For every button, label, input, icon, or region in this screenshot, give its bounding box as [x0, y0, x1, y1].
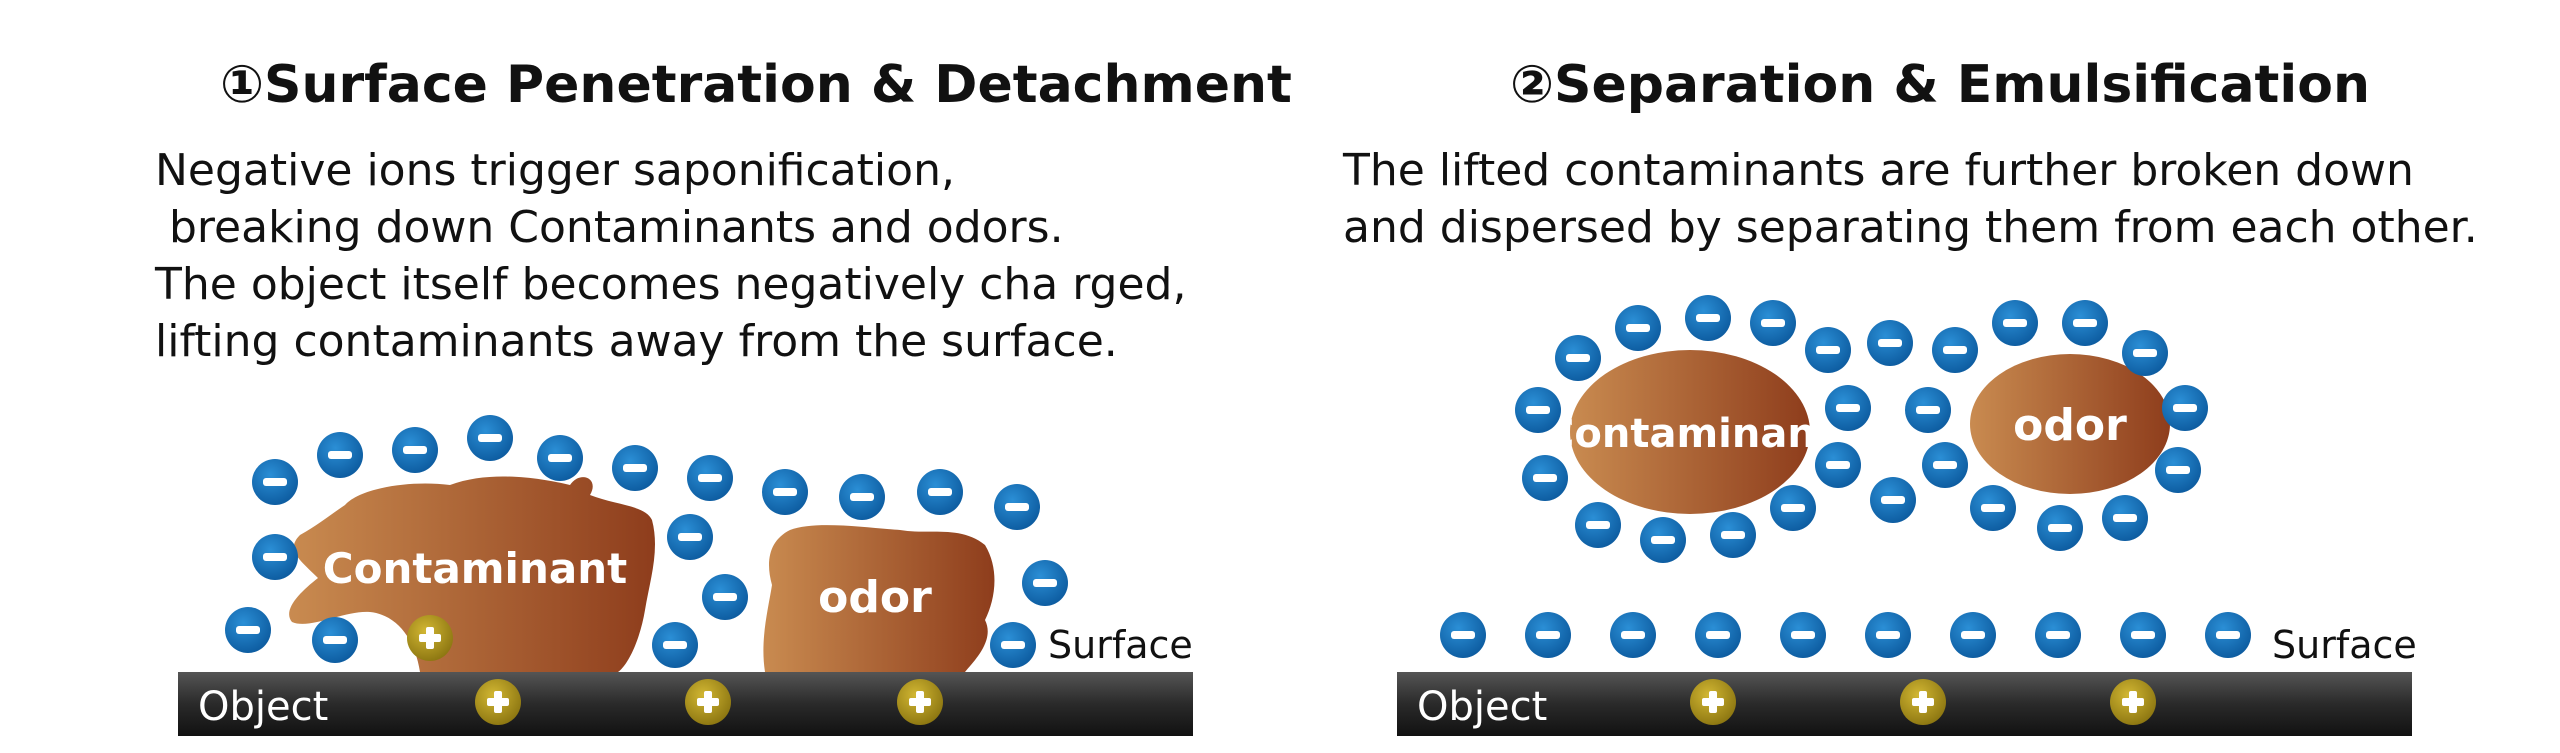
- panel2-description: The lifted contaminants are further brok…: [1343, 142, 2478, 256]
- panel1-title: ①Surface Penetration & Detachment: [220, 55, 1292, 115]
- minus-circle-icon: [1022, 560, 1068, 606]
- minus-circle-icon: [467, 415, 513, 461]
- minus-circle-icon: [990, 622, 1036, 668]
- odor-blob-2: [1970, 354, 2170, 494]
- minus-circle-icon: [2120, 612, 2166, 658]
- plus-circle-icon: [1690, 679, 1736, 725]
- contaminant-blob-2: [1570, 350, 1810, 514]
- minus-circle-icon: [225, 607, 271, 653]
- odor-label-2: odor: [2013, 400, 2127, 451]
- panel2-title: ②Separation & Emulsification: [1510, 55, 2370, 115]
- contaminant-label-2: Contaminant: [1545, 411, 1835, 457]
- minus-circle-icon: [762, 469, 808, 515]
- panel1-line-1: Negative ions trigger saponification,: [155, 145, 955, 196]
- minus-circle-icon: [2062, 300, 2108, 346]
- minus-circle-icon: [317, 432, 363, 478]
- surface-label-2: Surface: [2272, 623, 2417, 667]
- minus-circle-icon: [1440, 612, 1486, 658]
- odor-label-1: odor: [818, 572, 932, 623]
- minus-circle-icon: [1867, 320, 1913, 366]
- positive-ions-panel2: [1690, 679, 2156, 725]
- negative-ions-panel2: [1440, 295, 2251, 658]
- minus-circle-icon: [1805, 327, 1851, 373]
- minus-circle-icon: [1695, 612, 1741, 658]
- plus-circle-icon: [1900, 679, 1946, 725]
- plus-circle-icon: [685, 679, 731, 725]
- minus-circle-icon: [252, 459, 298, 505]
- odor-blob-1: [763, 525, 995, 672]
- minus-circle-icon: [1905, 387, 1951, 433]
- minus-circle-icon: [1825, 385, 1871, 431]
- panel1-line-4: lifting contaminants away from the surfa…: [155, 316, 1118, 367]
- contaminant-blob-1: [289, 476, 655, 672]
- minus-circle-icon: [1515, 387, 1561, 433]
- minus-circle-icon: [392, 427, 438, 473]
- minus-circle-icon: [252, 534, 298, 580]
- minus-circle-icon: [1865, 612, 1911, 658]
- negative-ions-panel1: [225, 415, 1068, 668]
- surface-label-1: Surface: [1048, 623, 1193, 667]
- minus-circle-icon: [1640, 517, 1686, 563]
- minus-circle-icon: [312, 617, 358, 663]
- minus-circle-icon: [2205, 612, 2251, 658]
- minus-circle-icon: [2155, 447, 2201, 493]
- minus-circle-icon: [702, 574, 748, 620]
- minus-circle-icon: [2037, 505, 2083, 551]
- contaminant-label-1: Contaminant: [323, 544, 627, 593]
- panel1-description: Negative ions trigger saponification, br…: [155, 142, 1186, 370]
- minus-circle-icon: [1525, 612, 1571, 658]
- minus-circle-icon: [667, 514, 713, 560]
- minus-circle-icon: [1522, 455, 1568, 501]
- minus-circle-icon: [2122, 330, 2168, 376]
- minus-circle-icon: [917, 469, 963, 515]
- object-label-2: Object: [1417, 684, 1547, 730]
- minus-circle-icon: [1815, 442, 1861, 488]
- minus-circle-icon: [652, 622, 698, 668]
- minus-circle-icon: [1970, 485, 2016, 531]
- minus-circle-icon: [1555, 335, 1601, 381]
- minus-circle-icon: [1610, 612, 1656, 658]
- minus-circle-icon: [2102, 495, 2148, 541]
- plus-circle-icon: [475, 679, 521, 725]
- panel2-line-2: and dispersed by separating them from ea…: [1343, 202, 2478, 253]
- minus-circle-icon: [1932, 327, 1978, 373]
- minus-circle-icon: [537, 435, 583, 481]
- minus-circle-icon: [839, 474, 885, 520]
- panel2-line-1: The lifted contaminants are further brok…: [1343, 145, 2414, 196]
- plus-circle-icon: [897, 679, 943, 725]
- panel1-line-3: The object itself becomes negatively cha…: [155, 259, 1187, 310]
- minus-circle-icon: [1685, 295, 1731, 341]
- minus-circle-icon: [1615, 305, 1661, 351]
- panel1-line-2: breaking down Contaminants and odors.: [155, 202, 1064, 253]
- minus-circle-icon: [1950, 612, 1996, 658]
- minus-circle-icon: [1750, 300, 1796, 346]
- minus-circle-icon: [1710, 512, 1756, 558]
- minus-circle-icon: [1922, 442, 1968, 488]
- minus-circle-icon: [2162, 385, 2208, 431]
- minus-circle-icon: [687, 455, 733, 501]
- minus-circle-icon: [612, 445, 658, 491]
- minus-circle-icon: [1780, 612, 1826, 658]
- positive-ions-panel1: [407, 615, 943, 725]
- minus-circle-icon: [2035, 612, 2081, 658]
- object-label-1: Object: [198, 684, 328, 730]
- minus-circle-icon: [994, 484, 1040, 530]
- minus-circle-icon: [1575, 502, 1621, 548]
- minus-circle-icon: [1870, 477, 1916, 523]
- minus-circle-icon: [1992, 300, 2038, 346]
- plus-circle-icon: [407, 615, 453, 661]
- plus-circle-icon: [2110, 679, 2156, 725]
- minus-circle-icon: [1770, 485, 1816, 531]
